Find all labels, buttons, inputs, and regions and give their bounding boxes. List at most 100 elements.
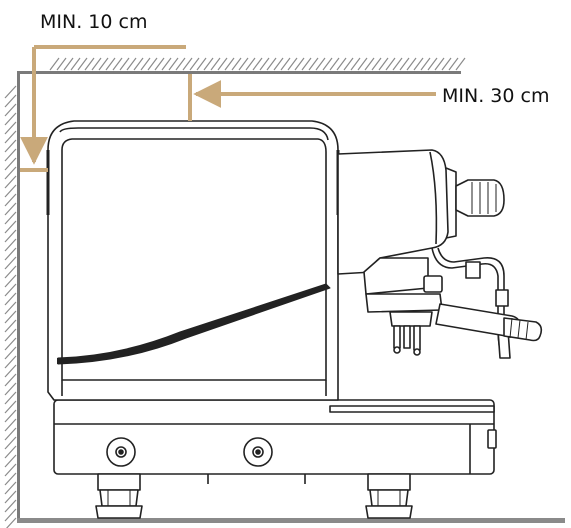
hatch-line: [385, 57, 396, 71]
hatch-line: [4, 247, 17, 261]
espresso-machine: [46, 120, 543, 519]
hatch-line: [4, 211, 17, 225]
clearance-top-dimension: [20, 45, 186, 172]
steam-wand: [431, 247, 511, 359]
hatch-line: [4, 103, 17, 117]
hatch-line: [434, 57, 445, 71]
hatch-line: [182, 57, 193, 71]
hatch-line: [301, 57, 312, 71]
hatch-line: [203, 57, 214, 71]
hatch-line: [4, 436, 17, 450]
hatch-line: [4, 130, 17, 144]
hatch-line: [49, 57, 60, 71]
hatch-line: [98, 57, 109, 71]
hatch-line: [448, 57, 459, 71]
hatch-line: [427, 57, 438, 71]
hatch-line: [4, 283, 17, 297]
hatch-line: [4, 220, 17, 234]
hatch-line: [112, 57, 123, 71]
portafilter: [363, 257, 543, 356]
hatch-line: [4, 157, 17, 171]
hatch-line: [189, 57, 200, 71]
hatch-line: [4, 463, 17, 477]
hatch-line: [357, 57, 368, 71]
hatch-line: [413, 57, 424, 71]
hatch-line: [4, 481, 17, 495]
hatch-line: [4, 364, 17, 378]
water-knob-left: [106, 437, 136, 467]
hatch-line: [4, 508, 17, 522]
hatch-line: [175, 57, 186, 71]
machine-main-body: [47, 120, 339, 401]
hatch-line: [315, 57, 326, 71]
clearance-side-dimension: [188, 74, 436, 121]
hatch-line: [119, 57, 130, 71]
hatch-line: [154, 57, 165, 71]
hatch-line: [252, 57, 263, 71]
hatch-line: [4, 112, 17, 126]
hatch-line: [4, 265, 17, 279]
hatch-line: [63, 57, 74, 71]
hatch-line: [343, 57, 354, 71]
hatch-line: [4, 418, 17, 432]
top-clearance-label: MIN. 10 cm: [40, 11, 147, 33]
hatch-line: [4, 346, 17, 360]
hatch-line: [4, 121, 17, 135]
hatch-line: [4, 175, 17, 189]
hatch-line: [4, 355, 17, 369]
hatch-line: [161, 57, 172, 71]
hatch-line: [4, 229, 17, 243]
hatch-line: [238, 57, 249, 71]
side-clearance-label: MIN. 30 cm: [442, 85, 549, 107]
hatch-line: [4, 337, 17, 351]
hatch-line: [392, 57, 403, 71]
hatch-line: [4, 301, 17, 315]
hatch-line: [217, 57, 228, 71]
hatch-line: [224, 57, 235, 71]
hatch-line: [399, 57, 410, 71]
hatch-line: [455, 57, 466, 71]
hatch-line: [371, 57, 382, 71]
hatch-line: [4, 409, 17, 423]
hatch-line: [273, 57, 284, 71]
ceiling-wall: [17, 57, 466, 74]
hatch-line: [140, 57, 151, 71]
hatch-line: [4, 319, 17, 333]
hatch-line: [4, 445, 17, 459]
hatch-line: [4, 274, 17, 288]
machine-foot-left: [95, 473, 143, 519]
hatch-line: [4, 166, 17, 180]
hatch-line: [4, 292, 17, 306]
hatch-line: [329, 57, 340, 71]
hatch-line: [4, 490, 17, 504]
hatch-line: [441, 57, 452, 71]
hatch-line: [4, 202, 17, 216]
water-knob-right: [243, 437, 273, 467]
machine-foot-right: [365, 473, 413, 519]
hatch-line: [364, 57, 375, 71]
hatch-line: [406, 57, 417, 71]
hatch-line: [4, 256, 17, 270]
hatch-line: [4, 382, 17, 396]
hatch-line: [245, 57, 256, 71]
group-head-housing: [337, 149, 449, 275]
hatch-line: [147, 57, 158, 71]
hatch-line: [4, 94, 17, 108]
hatch-line: [308, 57, 319, 71]
back-wall: [4, 71, 20, 528]
hatch-line: [4, 373, 17, 387]
hatch-line: [280, 57, 291, 71]
hatch-line: [378, 57, 389, 71]
hatch-line: [210, 57, 221, 71]
hatch-line: [168, 57, 179, 71]
hatch-line: [84, 57, 95, 71]
hatch-line: [196, 57, 207, 71]
hatch-line: [4, 184, 17, 198]
hatch-line: [231, 57, 242, 71]
hatch-line: [4, 310, 17, 324]
hatch-line: [294, 57, 305, 71]
hatch-line: [4, 238, 17, 252]
hatch-line: [4, 85, 17, 99]
hatch-line: [4, 454, 17, 468]
